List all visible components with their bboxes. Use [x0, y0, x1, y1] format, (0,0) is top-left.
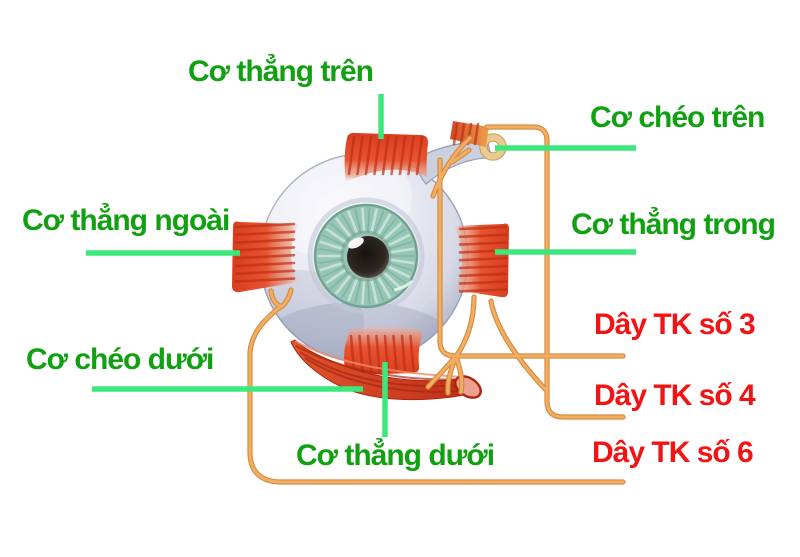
label-nerve-cn6: Dây TK số 6 — [592, 436, 754, 469]
label-nerve-cn3: Dây TK số 3 — [594, 308, 756, 341]
iris-streaks — [317, 207, 415, 305]
label-inferior-rectus: Cơ thẳng dưới — [296, 439, 495, 472]
iris-lower-highlight — [393, 279, 414, 292]
inferior-oblique-muscle — [290, 339, 482, 401]
iris — [307, 197, 425, 315]
label-superior-oblique: Cơ chéo trên — [590, 101, 765, 134]
label-inferior-oblique: Cơ chéo dưới — [26, 343, 214, 376]
label-medial-rectus: Cơ thẳng trong — [571, 208, 776, 241]
nerve-branch-2 — [491, 301, 545, 389]
pupil-highlight — [348, 237, 364, 249]
label-superior-rectus: Cơ thẳng trên — [188, 55, 374, 88]
lateral-rectus-striations — [234, 222, 296, 283]
superior-rectus-striations — [347, 135, 424, 176]
leader-lines — [86, 94, 636, 437]
label-lateral-rectus: Cơ thẳng ngoài — [22, 204, 230, 237]
label-nerve-cn4: Dây TK số 4 — [594, 379, 756, 412]
